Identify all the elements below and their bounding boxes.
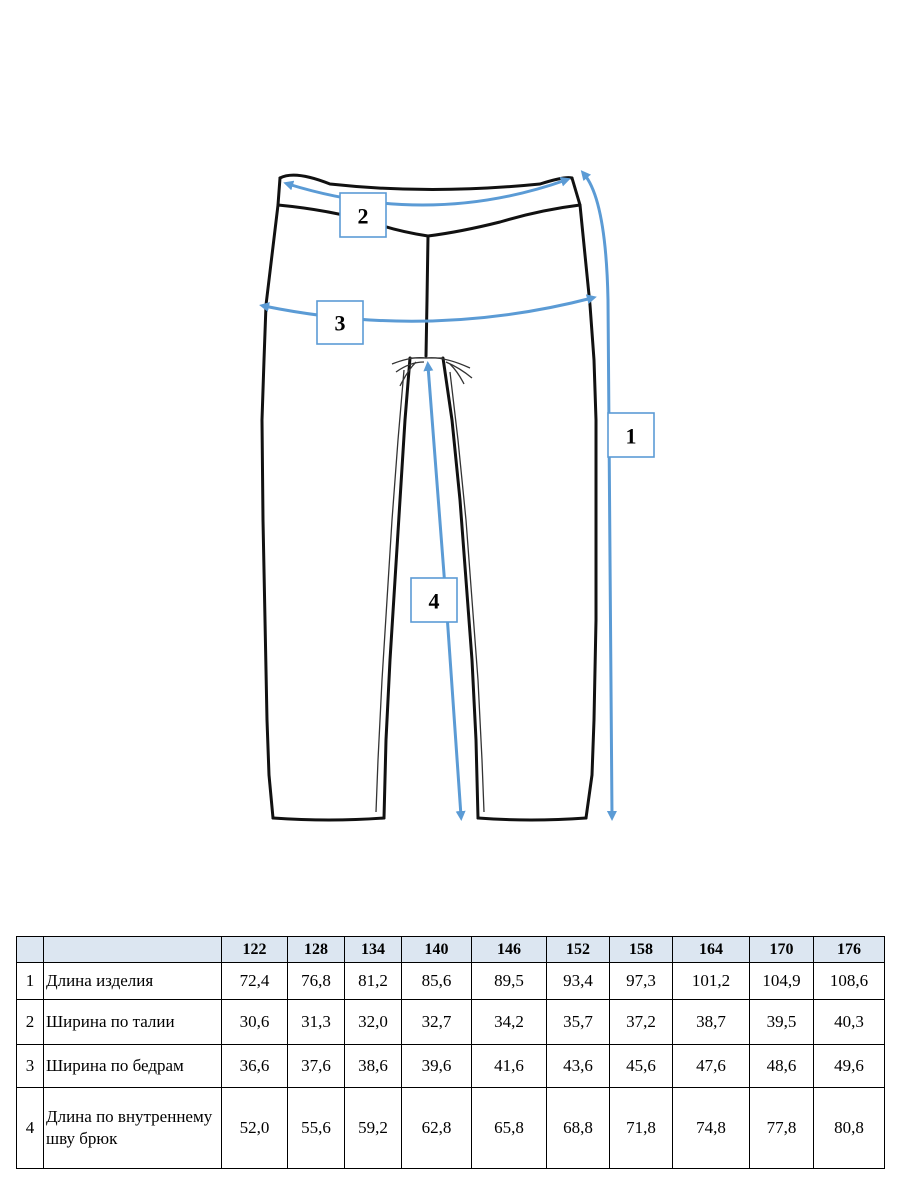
pants-outline	[260, 173, 598, 822]
size-chart-table: 122 128 134 140 146 152 158 164 170 176 …	[16, 936, 885, 1169]
label-4: 4	[410, 577, 458, 623]
measurement-value: 76,8	[287, 962, 345, 1000]
label-3: 3	[316, 300, 364, 345]
measurement-value: 108,6	[813, 962, 885, 1000]
size-header: 122	[221, 936, 288, 963]
measurement-value: 72,4	[221, 962, 288, 1000]
measurement-value: 77,8	[749, 1087, 814, 1169]
measurement-value: 31,3	[287, 999, 345, 1045]
measurement-value: 74,8	[672, 1087, 750, 1169]
measurement-value: 39,5	[749, 999, 814, 1045]
measurement-name: Длина изделия	[43, 962, 222, 1000]
table-row: 1 Длина изделия 72,4 76,8 81,2 85,6 89,5…	[16, 962, 885, 1000]
row-index: 2	[16, 999, 44, 1045]
measurement-name: Ширина по бедрам	[43, 1044, 222, 1088]
size-header: 164	[672, 936, 750, 963]
size-header: 128	[287, 936, 345, 963]
size-header: 146	[471, 936, 547, 963]
arrow-waist	[283, 176, 571, 207]
measurement-value: 30,6	[221, 999, 288, 1045]
measurement-value: 85,6	[401, 962, 472, 1000]
measurement-name: Ширина по талии	[43, 999, 222, 1045]
measurement-value: 48,6	[749, 1044, 814, 1088]
row-index: 1	[16, 962, 44, 1000]
size-header-row: 122 128 134 140 146 152 158 164 170 176	[16, 936, 885, 963]
header-index-cell	[16, 936, 44, 963]
arrow-hips	[259, 294, 597, 323]
label-3-text: 3	[335, 311, 346, 336]
arrow-length	[580, 170, 617, 821]
size-header: 152	[546, 936, 610, 963]
measurement-name: Длина по внутреннему шву брюк	[43, 1087, 222, 1169]
size-header: 158	[609, 936, 673, 963]
size-header: 170	[749, 936, 814, 963]
table-row: 3 Ширина по бедрам 36,6 37,6 38,6 39,6 4…	[16, 1044, 885, 1088]
row-index: 4	[16, 1087, 44, 1169]
table-row: 2 Ширина по талии 30,6 31,3 32,0 32,7 34…	[16, 999, 885, 1045]
label-2: 2	[339, 192, 387, 238]
measurement-value: 41,6	[471, 1044, 547, 1088]
measurement-value: 104,9	[749, 962, 814, 1000]
measurement-value: 32,0	[344, 999, 402, 1045]
measurement-value: 49,6	[813, 1044, 885, 1088]
label-1: 1	[607, 412, 655, 458]
row-index: 3	[16, 1044, 44, 1088]
measurement-value: 32,7	[401, 999, 472, 1045]
measurement-value: 68,8	[546, 1087, 610, 1169]
measurement-value: 81,2	[344, 962, 402, 1000]
measurement-value: 47,6	[672, 1044, 750, 1088]
label-4-text: 4	[429, 589, 440, 614]
measurement-value: 45,6	[609, 1044, 673, 1088]
table-row: 4 Длина по внутреннему шву брюк 52,0 55,…	[16, 1087, 885, 1169]
measurement-value: 40,3	[813, 999, 885, 1045]
measurement-value: 71,8	[609, 1087, 673, 1169]
pants-measurement-diagram: 2 3 1 4	[259, 170, 655, 822]
measurement-value: 65,8	[471, 1087, 547, 1169]
measurement-value: 62,8	[401, 1087, 472, 1169]
measurement-value: 52,0	[221, 1087, 288, 1169]
measurement-value: 34,2	[471, 999, 547, 1045]
size-header: 176	[813, 936, 885, 963]
measurement-value: 37,2	[609, 999, 673, 1045]
label-1-text: 1	[626, 424, 637, 449]
label-2-text: 2	[358, 204, 369, 229]
measurement-value: 38,6	[344, 1044, 402, 1088]
measurement-value: 59,2	[344, 1087, 402, 1169]
measurement-value: 80,8	[813, 1087, 885, 1169]
measurement-value: 93,4	[546, 962, 610, 1000]
measurement-value: 38,7	[672, 999, 750, 1045]
size-header: 140	[401, 936, 472, 963]
size-header: 134	[344, 936, 402, 963]
measurement-value: 39,6	[401, 1044, 472, 1088]
measurement-value: 97,3	[609, 962, 673, 1000]
measurement-value: 101,2	[672, 962, 750, 1000]
measurement-value: 43,6	[546, 1044, 610, 1088]
header-name-cell	[43, 936, 222, 963]
measurement-value: 55,6	[287, 1087, 345, 1169]
measurement-value: 37,6	[287, 1044, 345, 1088]
measurement-value: 36,6	[221, 1044, 288, 1088]
measurement-value: 35,7	[546, 999, 610, 1045]
measurement-value: 89,5	[471, 962, 547, 1000]
